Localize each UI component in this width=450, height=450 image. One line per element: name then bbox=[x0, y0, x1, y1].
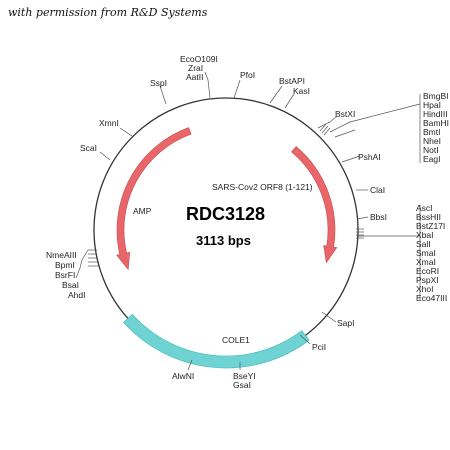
site-label: BamHI bbox=[423, 118, 449, 128]
site-bstapi: BstAPI bbox=[279, 76, 305, 86]
site-bstxi: BstXI bbox=[335, 109, 355, 119]
orf8-arrow bbox=[291, 146, 338, 264]
plasmid-size: 3113 bps bbox=[196, 233, 251, 248]
site-clai: ClaI bbox=[370, 185, 385, 195]
site-label: AscI bbox=[416, 203, 433, 213]
cole1-label: COLE1 bbox=[222, 335, 250, 345]
site-label: EagI bbox=[423, 154, 441, 164]
site-sapi: SapI bbox=[337, 318, 355, 328]
site-label: BsrFI bbox=[55, 270, 75, 280]
site-label: BsaI bbox=[62, 280, 79, 290]
site-label: BpmI bbox=[55, 260, 75, 270]
site-group-right-2: AscI BssHII BstZ17I XbaI SalI SmaI XmaI … bbox=[416, 203, 447, 303]
site-label: HindIII bbox=[423, 109, 448, 119]
site-label: NmeAIII bbox=[46, 250, 77, 260]
site-pfoi: PfoI bbox=[240, 70, 255, 80]
site-label: SmaI bbox=[416, 248, 436, 258]
site-leaders bbox=[75, 71, 421, 371]
site-label: HpaI bbox=[423, 100, 441, 110]
site-label: NotI bbox=[423, 145, 439, 155]
site-pcii: PciI bbox=[312, 342, 326, 352]
site-label: BmtI bbox=[423, 127, 440, 137]
amp-arrow bbox=[116, 127, 192, 271]
site-label: BssHII bbox=[416, 212, 441, 222]
site-bseyi: BseYI bbox=[233, 371, 256, 381]
site-kasi: KasI bbox=[293, 86, 310, 96]
site-xmni: XmnI bbox=[99, 118, 119, 128]
orf8-label: SARS-Cov2 ORF8 (1-121) bbox=[212, 182, 313, 192]
site-aatii: AatII bbox=[186, 72, 203, 82]
permission-note: with permission from R&D Systems bbox=[8, 6, 208, 19]
site-label: AhdI bbox=[68, 290, 86, 300]
site-ecoo109i: EcoO109I bbox=[180, 54, 218, 64]
site-pshai: PshAI bbox=[358, 152, 381, 162]
site-sspi: SspI bbox=[150, 78, 167, 88]
site-label: EcoRI bbox=[416, 266, 439, 276]
site-label: BmgBI bbox=[423, 91, 449, 101]
site-scai: ScaI bbox=[80, 143, 97, 153]
site-gsai: GsaI bbox=[233, 380, 251, 390]
cole1-feature bbox=[123, 313, 310, 369]
site-label: PspXI bbox=[416, 275, 439, 285]
amp-label: AMP bbox=[133, 206, 152, 216]
site-group-left: NmeAIII BpmI BsrFI BsaI AhdI bbox=[46, 250, 86, 300]
site-label: XhoI bbox=[416, 284, 434, 294]
plasmid-name: RDC3128 bbox=[186, 204, 265, 224]
site-zrai: ZraI bbox=[188, 63, 203, 73]
site-bbsi: BbsI bbox=[370, 212, 387, 222]
site-label: NheI bbox=[423, 136, 441, 146]
site-label: Eco47III bbox=[416, 293, 447, 303]
site-alwni: AlwNI bbox=[172, 371, 194, 381]
site-label: XmaI bbox=[416, 257, 436, 267]
site-label: XbaI bbox=[416, 230, 434, 240]
site-label: SalI bbox=[416, 239, 431, 249]
site-group-right-1: BmgBI HpaI HindIII BamHI BmtI NheI NotI … bbox=[423, 91, 449, 164]
site-label: BstZ17I bbox=[416, 221, 445, 231]
